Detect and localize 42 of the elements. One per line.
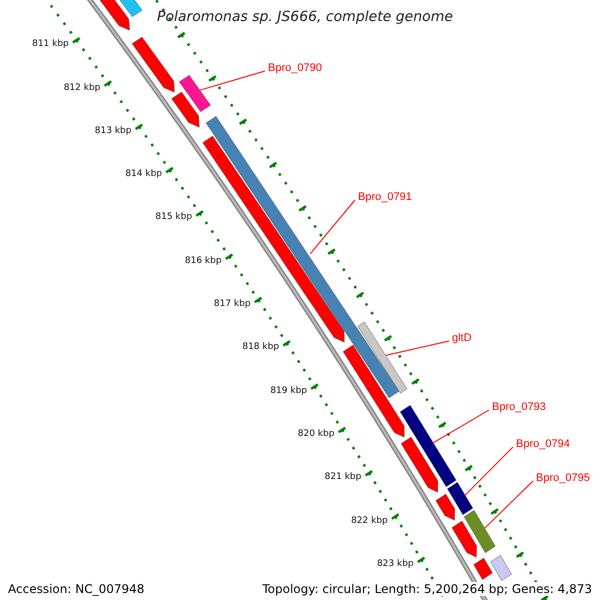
leader-line (199, 70, 266, 91)
accession-text: Accession: NC_007948 (8, 582, 144, 596)
gene-bar (436, 494, 455, 520)
gene-bar (490, 555, 512, 581)
gene-label: Bpro_0790 (268, 62, 322, 74)
gene-bar (452, 520, 477, 558)
gene-bar (342, 344, 404, 438)
gene-bar (132, 36, 175, 92)
gene-label: Bpro_0793 (492, 401, 546, 413)
leader-line (310, 200, 356, 254)
gene-label: gltD (452, 332, 472, 344)
gene-bar (447, 482, 474, 515)
map-title: Polaromonas sp. JS666, complete genome (157, 9, 453, 25)
tick-label: 817 kbp (214, 299, 251, 309)
tick-label: 820 kbp (298, 428, 334, 439)
tick-label: 816 kbp (184, 256, 222, 266)
genome-info-text: Topology: circular; Length: 5,200,264 bp; Genes: 4,873 (262, 582, 592, 596)
tick-label: 814 kbp (125, 169, 162, 180)
leader-line (464, 446, 514, 496)
gene-bar (400, 436, 438, 492)
gene-bar (474, 558, 493, 580)
gene-bar (400, 405, 456, 487)
gene-bar (179, 75, 211, 112)
tick-label: 821 kbp (324, 472, 362, 482)
gene-label: Bpro_0791 (358, 191, 412, 203)
tick-label: 815 kbp (155, 212, 192, 222)
gene-label: Bpro_0794 (516, 438, 570, 450)
gene-bar (202, 136, 344, 342)
tick-label: 822 kbp (351, 516, 388, 526)
tick-label: 812 kbp (64, 82, 100, 92)
tick-label: 823 kbp (376, 558, 414, 569)
leader-line (385, 340, 450, 356)
tick-label: 819 kbp (270, 386, 308, 396)
tick-label: 818 kbp (242, 342, 280, 352)
gene-bar (171, 92, 200, 128)
gene-bar (358, 322, 408, 394)
gene-bar (464, 510, 496, 553)
gene-label: Bpro_0795 (536, 472, 590, 484)
leader-line (432, 410, 490, 444)
tick-label: 811 kbp (32, 39, 69, 50)
leader-line (484, 480, 534, 529)
tick-label: 813 kbp (94, 126, 132, 136)
